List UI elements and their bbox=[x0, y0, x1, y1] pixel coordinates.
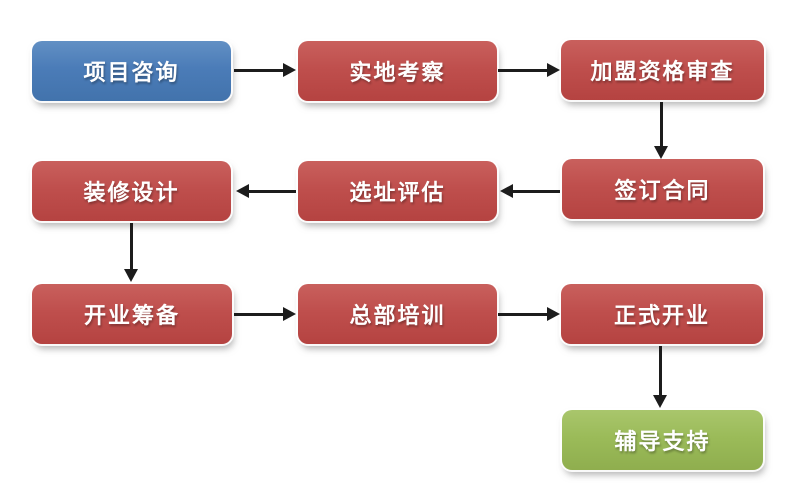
arrow-down-qualification-review-to-sign-contract bbox=[654, 102, 669, 159]
flow-node-guidance-support: 辅导支持 bbox=[562, 410, 763, 470]
flow-node-opening-preparation: 开业筹备 bbox=[32, 284, 232, 344]
arrowhead-right-icon bbox=[547, 307, 560, 321]
flow-node-label: 正式开业 bbox=[613, 304, 710, 329]
arrow-shaft bbox=[247, 190, 296, 193]
arrowhead-right-icon bbox=[547, 63, 560, 77]
arrow-shaft bbox=[659, 346, 662, 397]
arrow-shaft bbox=[234, 69, 285, 72]
arrow-down-official-opening-to-guidance-support bbox=[653, 346, 668, 408]
flow-node-label: 开业筹备 bbox=[83, 304, 180, 329]
flow-node-label: 辅导支持 bbox=[614, 430, 711, 455]
arrowhead-down-icon bbox=[653, 395, 667, 408]
arrow-left-location-evaluation-to-decoration-design bbox=[236, 184, 296, 199]
arrow-shaft bbox=[660, 102, 663, 148]
flow-node-qualification-review: 加盟资格审查 bbox=[561, 40, 764, 100]
arrow-right-headquarters-training-to-official-opening bbox=[498, 307, 560, 322]
flow-node-label: 选址评估 bbox=[349, 181, 446, 206]
flow-node-decoration-design: 装修设计 bbox=[32, 161, 231, 221]
arrow-shaft bbox=[130, 223, 133, 271]
flow-node-sign-contract: 签订合同 bbox=[562, 159, 763, 219]
arrowhead-left-icon bbox=[500, 184, 513, 198]
arrow-left-sign-contract-to-location-evaluation bbox=[500, 184, 560, 199]
arrow-right-site-visit-to-qualification-review bbox=[498, 63, 560, 78]
arrowhead-down-icon bbox=[124, 269, 138, 282]
arrowhead-down-icon bbox=[654, 146, 668, 159]
arrow-right-project-consult-to-site-visit bbox=[234, 63, 296, 78]
arrow-shaft bbox=[498, 69, 549, 72]
arrowhead-left-icon bbox=[236, 184, 249, 198]
flow-node-official-opening: 正式开业 bbox=[561, 284, 763, 344]
flow-node-label: 加盟资格审查 bbox=[590, 60, 735, 85]
arrow-down-decoration-design-to-opening-preparation bbox=[124, 223, 139, 282]
arrowhead-right-icon bbox=[283, 63, 296, 77]
flow-node-label: 装修设计 bbox=[83, 181, 180, 206]
flow-node-location-evaluation: 选址评估 bbox=[298, 161, 497, 221]
flow-node-site-visit: 实地考察 bbox=[298, 41, 497, 101]
flow-node-label: 项目咨询 bbox=[83, 61, 180, 86]
arrow-shaft bbox=[511, 190, 560, 193]
arrowhead-right-icon bbox=[283, 307, 296, 321]
flow-node-headquarters-training: 总部培训 bbox=[298, 284, 497, 344]
arrow-right-opening-preparation-to-headquarters-training bbox=[234, 307, 296, 322]
flow-node-project-consult: 项目咨询 bbox=[32, 41, 231, 101]
flow-node-label: 签订合同 bbox=[614, 179, 711, 204]
flow-node-label: 总部培训 bbox=[349, 304, 446, 329]
arrow-shaft bbox=[234, 313, 285, 316]
arrow-shaft bbox=[498, 313, 549, 316]
flow-node-label: 实地考察 bbox=[349, 61, 446, 86]
